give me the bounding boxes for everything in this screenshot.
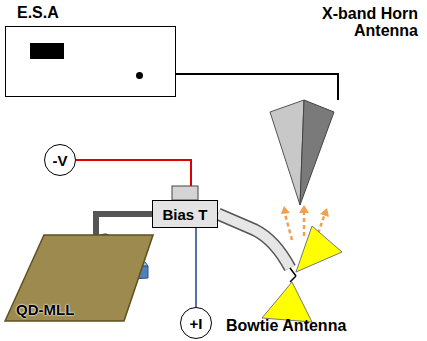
wire-connector: [76, 160, 191, 186]
coax-cable-fill: [218, 214, 290, 268]
laser-board: QD-MLL: [4, 234, 154, 322]
analyzer-box: E.S.A: [5, 4, 177, 98]
analyzer-port: [136, 72, 143, 79]
node-label: E.S.A: [17, 4, 177, 22]
node-label: -V: [53, 152, 68, 169]
bias-tee-box: Bias T: [152, 200, 218, 228]
voltage-source: -V: [44, 144, 76, 176]
radiation-heads: [281, 205, 329, 217]
coax-cable: [218, 214, 290, 268]
analyzer-screen: [30, 43, 64, 59]
feed-wire: [290, 268, 296, 282]
bias-t-port: [172, 186, 198, 200]
current-source: +I: [180, 307, 212, 339]
horn-antenna: [270, 100, 304, 205]
analyzer-frame: [5, 26, 176, 97]
wire-connector: [195, 228, 197, 307]
antenna-label: X-band Horn Antenna: [258, 6, 418, 40]
bowtie-upper: [296, 226, 342, 272]
board-shape: [5, 235, 153, 321]
horn-antenna-side: [300, 100, 334, 205]
node-label: Bias T: [162, 206, 207, 223]
bowtie-lower: [262, 282, 312, 322]
node-label: QD-MLL: [16, 301, 74, 318]
antenna-label: Bowtie Antenna: [226, 318, 366, 335]
node-label: +I: [190, 315, 203, 332]
